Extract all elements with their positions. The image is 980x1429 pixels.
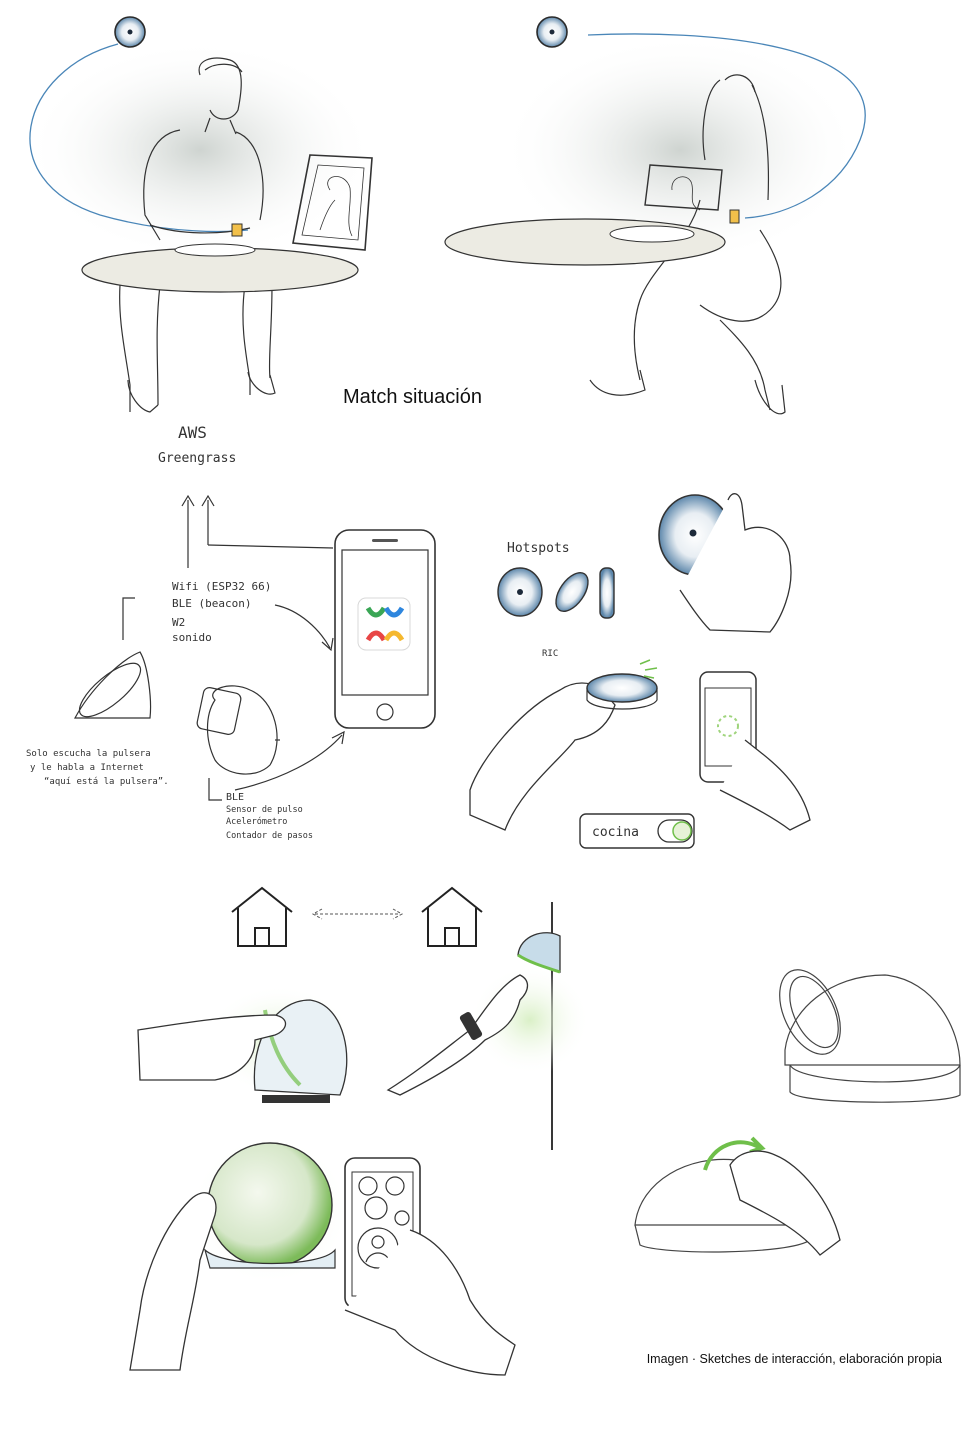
house-icon bbox=[421, 886, 483, 947]
sync-arrow-icon bbox=[311, 908, 404, 920]
connection-line bbox=[29, 43, 249, 233]
note-wifi: Wifi (ESP32 66) bbox=[172, 580, 271, 593]
note-hotspots: Hotspots bbox=[507, 541, 570, 556]
connection-line bbox=[587, 33, 866, 219]
app-logo-icon bbox=[357, 597, 411, 651]
hotspot-devices bbox=[497, 567, 615, 619]
note-acelerometro: Acelerómetro bbox=[226, 816, 287, 827]
hand-holding-phone-loading bbox=[699, 671, 811, 831]
wall-lamp-with-wristband-hand bbox=[386, 902, 590, 1150]
note-ble: BLE bbox=[226, 792, 244, 803]
house-icon bbox=[231, 886, 293, 947]
note-ric: RIC bbox=[542, 649, 558, 659]
note-aws: AWS bbox=[178, 423, 207, 442]
note-greengrass: Greengrass bbox=[158, 451, 236, 466]
scene-woman-at-table bbox=[444, 16, 866, 415]
wristband-icon bbox=[729, 209, 740, 224]
hand-pressing-hotspot bbox=[469, 659, 658, 831]
photo-frame bbox=[292, 154, 373, 251]
wristband-icon bbox=[231, 223, 243, 237]
photo-frame bbox=[644, 164, 723, 211]
note-ble-beacon: BLE (beacon) bbox=[172, 597, 251, 610]
architecture-diagram bbox=[73, 494, 345, 801]
note-w2: W2 bbox=[172, 616, 185, 629]
note-contador: Contador de pasos bbox=[226, 831, 313, 841]
cocina-toggle bbox=[579, 813, 695, 849]
dome-turning-sketch bbox=[634, 1136, 841, 1256]
phone-app-mockup bbox=[334, 529, 436, 729]
note-sensor-pulso: Sensor de pulso bbox=[226, 805, 303, 815]
note-solo-3: “aquí está la pulsera”. bbox=[44, 777, 169, 787]
note-solo-2: y le habla a Internet bbox=[30, 763, 144, 773]
note-sonido: sonido bbox=[172, 631, 212, 644]
page-title: Match situación bbox=[343, 386, 482, 408]
hand-touching-lamp bbox=[137, 985, 355, 1103]
hand-holding-hotspot bbox=[658, 493, 792, 633]
dome-lamp-with-phone bbox=[129, 1135, 516, 1376]
scene-man-at-table bbox=[25, 16, 375, 413]
toggle-label-cocina: cocina bbox=[592, 825, 639, 840]
note-solo-1: Solo escucha la pulsera bbox=[26, 749, 151, 759]
dome-lamp-sketch bbox=[779, 969, 961, 1103]
image-caption: Imagen · Sketches de interacción, elabor… bbox=[646, 1352, 942, 1366]
table bbox=[444, 218, 726, 266]
